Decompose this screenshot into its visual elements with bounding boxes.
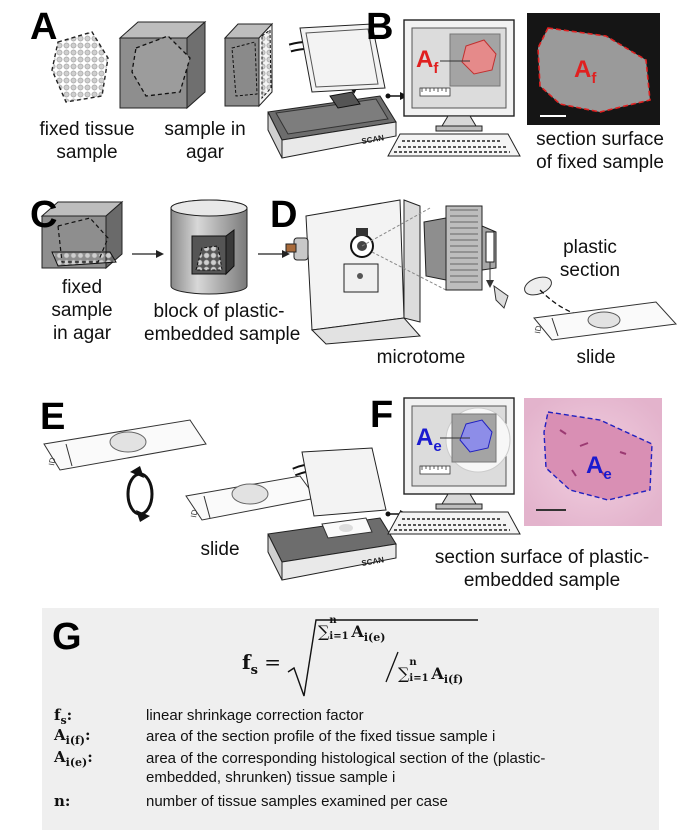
panel-letter-b: B: [366, 6, 394, 48]
area-embedded-symbol-monitor: Ae: [416, 424, 442, 455]
scanner-brand-text-a: SCAN: [361, 133, 385, 146]
slide-label-d: slide: [576, 347, 616, 368]
def-text-aie-line1: area of the corresponding histological s…: [146, 750, 546, 767]
panel-letter-f: F: [370, 394, 394, 436]
def-text-aie-line2: embedded, shrunken) tissue sample i: [146, 769, 396, 786]
def-symbol-aif: Ai(f):: [54, 726, 91, 747]
arrow-c-to-block: [132, 250, 164, 258]
slide-back-e: ID: [185, 475, 317, 521]
def-symbol-aie: Ai(e):: [54, 748, 93, 769]
fixed-section-photo: [527, 13, 660, 125]
slide-id-text-e-back: ID: [189, 509, 199, 519]
embedded-section-photo: [524, 398, 662, 526]
def-text-aif: area of the section profile of the fixed…: [146, 728, 496, 745]
def-text-fs: linear shrinkage correction factor: [146, 707, 364, 724]
cut-agar-block-illustration: [223, 22, 274, 108]
def-symbol-fs: fs:: [54, 706, 73, 727]
computer-monitor-b: [387, 19, 521, 157]
microtome-label: microtome: [376, 347, 466, 368]
flip-arrow-icon: [126, 466, 154, 522]
area-fixed-symbol-monitor: Af: [416, 46, 439, 77]
def-text-n: number of tissue samples examined per ca…: [146, 793, 448, 810]
panel-letter-d: D: [270, 194, 298, 236]
scanner-brand-text-e: SCAN: [361, 555, 385, 568]
fixed-tissue-sample-illustration: [51, 31, 109, 103]
flatbed-scanner-a: SCAN: [267, 23, 397, 159]
embedded-section-caption: section surface of plastic-embedded samp…: [434, 547, 650, 591]
panel-letter-g: G: [52, 616, 82, 658]
area-embedded-symbol-photo: Ae: [586, 452, 612, 483]
panel-letter-a: A: [30, 6, 58, 48]
formula-lhs: fs =: [242, 650, 282, 678]
panel-letter-c: C: [30, 194, 58, 236]
microscope-slide-d: ID: [533, 301, 678, 341]
slide-id-text-e-front: ID: [47, 457, 57, 467]
fixed-sample-in-agar-illustration: [40, 200, 124, 270]
def-symbol-n: n:: [54, 792, 71, 810]
slide-front-e: ID: [43, 419, 207, 471]
flatbed-scanner-e: SCAN: [267, 447, 397, 581]
formula-panel: [42, 608, 659, 830]
plastic-block-label: block of plastic-embedded sample: [144, 301, 301, 345]
arrow-block-to-microtome: [258, 250, 290, 258]
microtome-zoom-illustration: [361, 205, 509, 309]
panel-letter-e: E: [40, 396, 66, 438]
computer-monitor-f: [387, 397, 521, 535]
area-fixed-symbol-photo: Af: [574, 56, 597, 87]
microtome-illustration: [285, 199, 422, 345]
agar-cube-illustration: [118, 20, 207, 110]
plastic-block-illustration: [170, 199, 248, 295]
slide-label-e: slide: [200, 539, 240, 560]
slide-id-text-d: ID: [533, 325, 543, 335]
